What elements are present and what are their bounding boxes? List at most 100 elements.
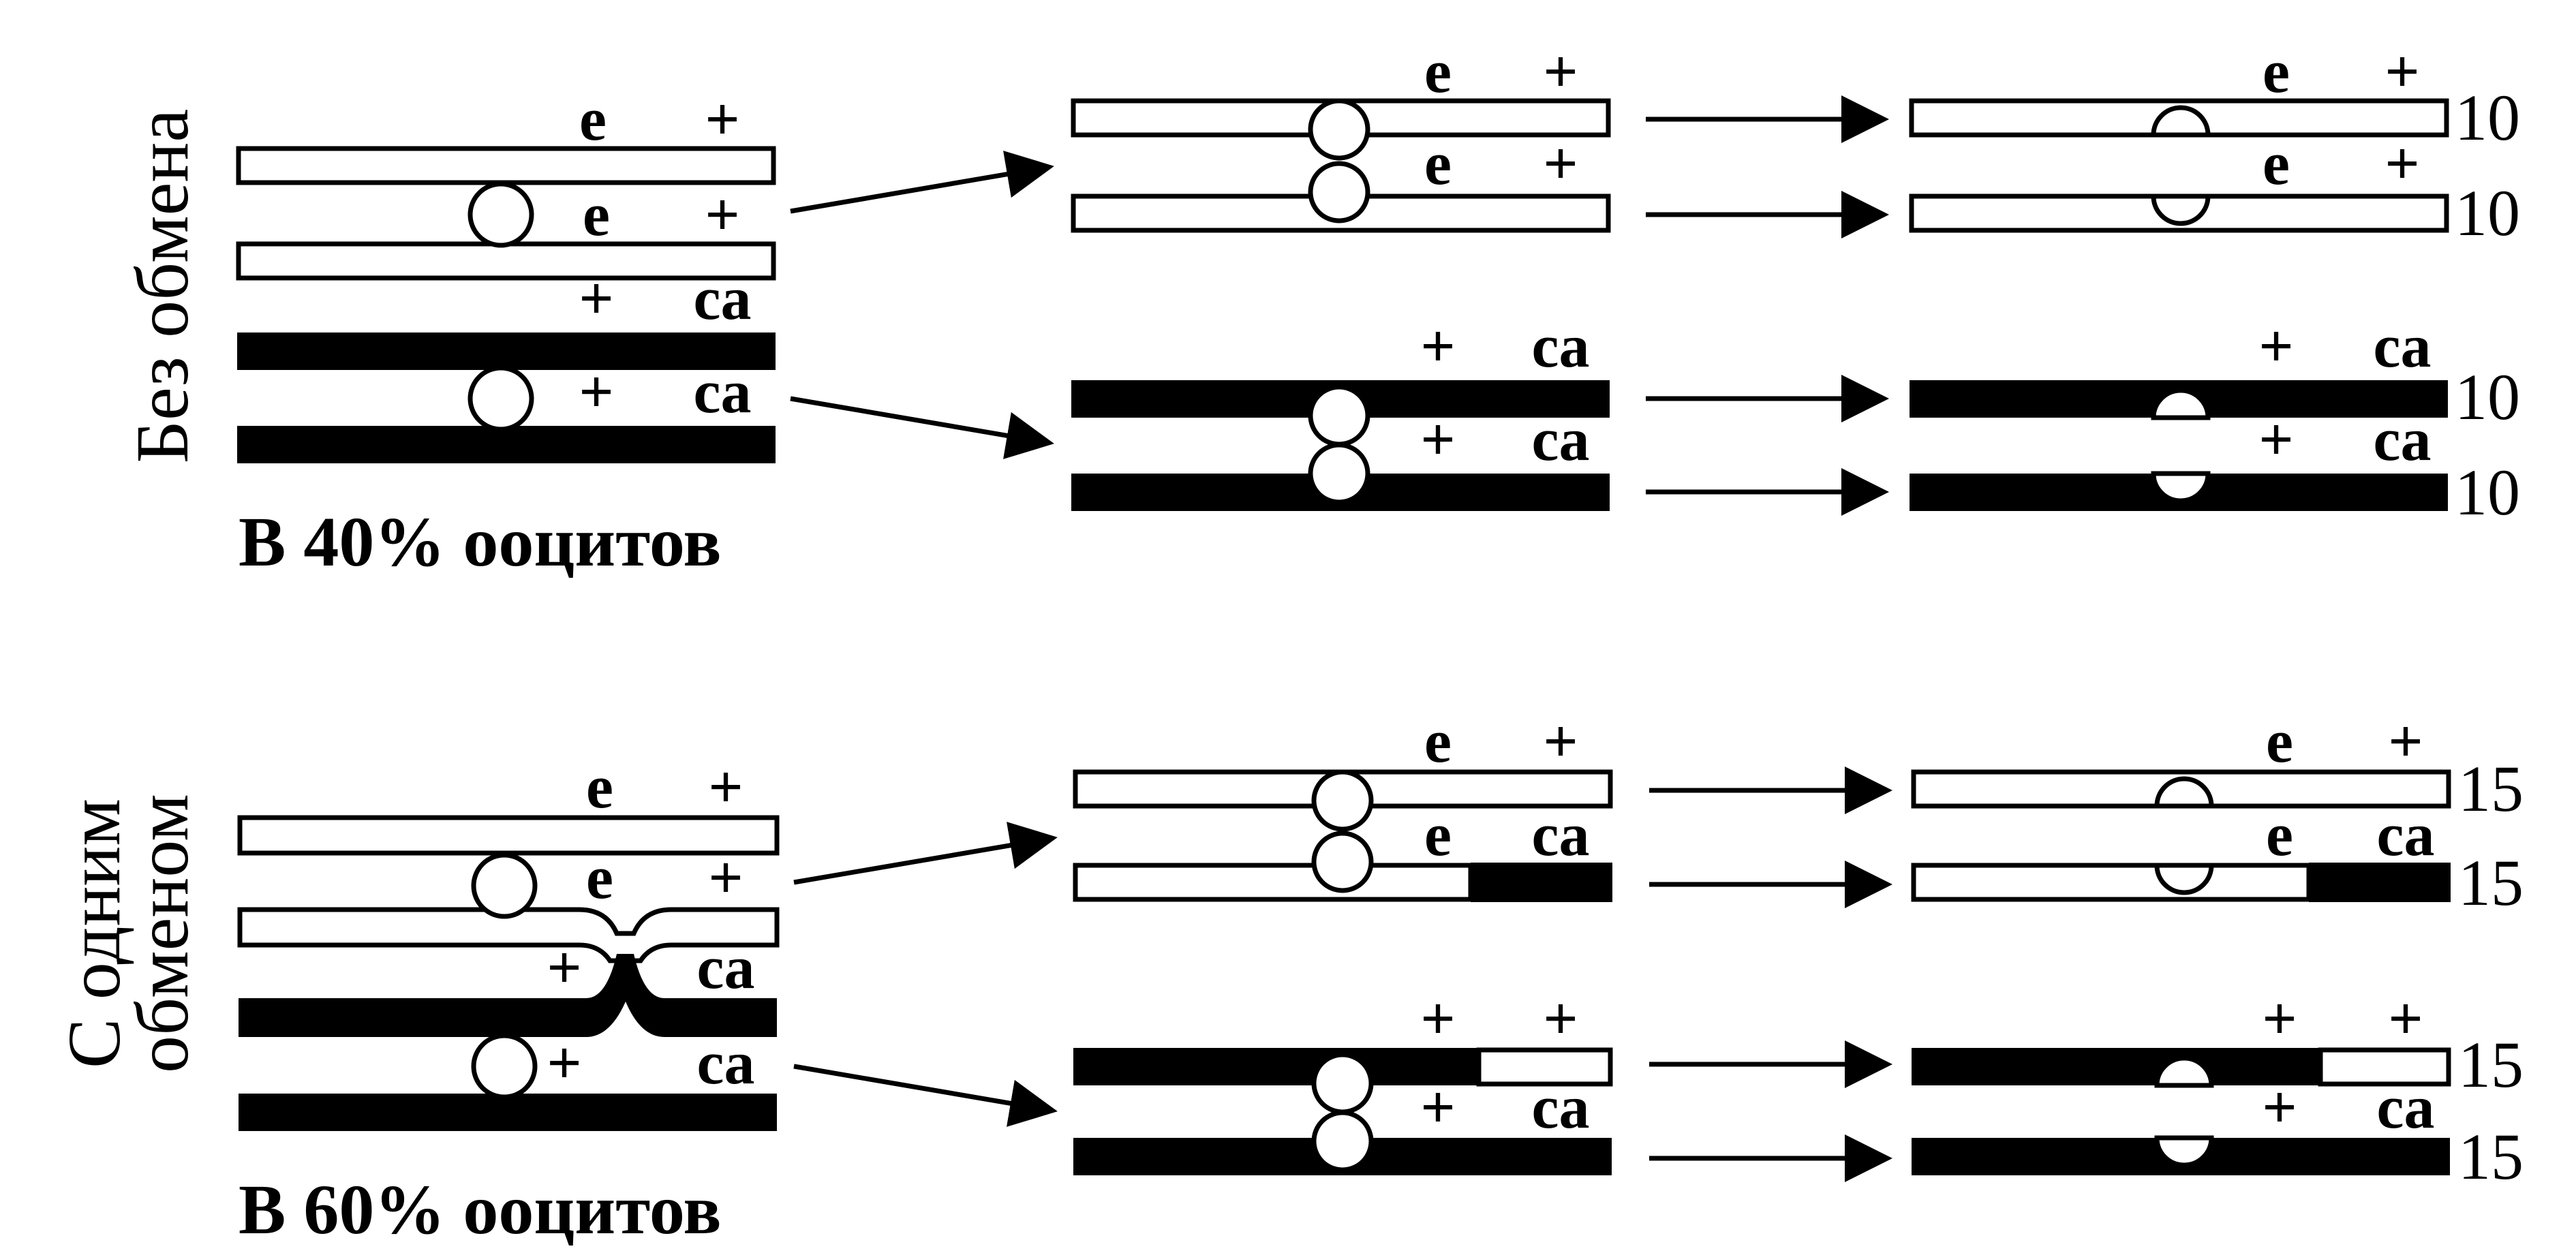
section-single-exchange: С одним обменом e + e + + ca + ca В 60% … — [52, 708, 2524, 1249]
gene-label: + — [2385, 130, 2419, 198]
gene-label: ca — [694, 265, 752, 332]
arrow — [790, 396, 1054, 459]
gene-label: + — [2262, 1074, 2297, 1141]
gene-label: e — [1424, 708, 1452, 775]
gene-label: e — [2263, 38, 2290, 106]
gene-label: + — [1420, 985, 1455, 1053]
gene-label: e — [1424, 38, 1452, 106]
chromatid-dark — [1912, 1048, 2320, 1085]
gene-label: e — [2266, 708, 2293, 775]
count: 10 — [2455, 360, 2520, 433]
gene-label: ca — [1532, 313, 1590, 380]
arrow — [793, 822, 1058, 885]
arrow — [793, 1064, 1058, 1127]
centromere-half — [2154, 776, 2214, 809]
centromere-half — [2151, 388, 2211, 420]
gene-label: + — [705, 86, 739, 153]
gene-label: + — [1420, 1074, 1455, 1141]
gene-label: + — [1543, 130, 1578, 198]
chromatid-dark — [1073, 1048, 1479, 1085]
gene-label: + — [705, 181, 739, 249]
count: 15 — [2458, 1120, 2524, 1193]
chromatid-light — [1476, 1047, 1613, 1087]
gene-label: + — [708, 844, 743, 912]
gene-label: e — [2266, 801, 2293, 869]
gene-label: + — [2262, 985, 2297, 1053]
centromere — [467, 181, 534, 248]
centromere — [1311, 769, 1374, 832]
chromatid-light — [236, 146, 776, 185]
gene-label: e — [2263, 130, 2290, 198]
products-single-exchange: e + 15 e ca 15 + + 15 + ca 15 — [1911, 708, 2524, 1193]
gene-label: e — [586, 754, 613, 821]
centromere — [471, 1033, 538, 1100]
side-label: Без обмена — [121, 109, 204, 463]
centromere-half — [2151, 471, 2211, 504]
centromere-half — [2151, 105, 2211, 138]
centromere — [1308, 384, 1370, 447]
caption: В 40% ооцитов — [239, 503, 722, 581]
gene-label: e — [1424, 130, 1452, 198]
gene-label: e — [1424, 801, 1452, 869]
section-no-exchange: Без обмена e + e + + ca + ca В 40% ооцит… — [121, 38, 2520, 581]
gene-label: + — [2258, 406, 2293, 474]
count: 10 — [2455, 176, 2520, 249]
tetrad-single-exchange: e + e + + ca + ca — [237, 754, 780, 1131]
centromere-half — [2154, 863, 2214, 895]
chromatid-light — [2318, 1047, 2451, 1087]
products-no-exchange: e + 10 e + 10 + ca 10 + ca 10 — [1909, 38, 2520, 529]
gene-label: + — [1543, 985, 1578, 1053]
gene-label: ca — [694, 358, 752, 426]
gene-label: ca — [2377, 1074, 2435, 1141]
centromere — [1308, 442, 1370, 505]
centromere — [1308, 98, 1370, 161]
chromatid-light — [1911, 863, 2312, 902]
chromatid-light — [236, 241, 776, 281]
gene-label: e — [586, 844, 613, 912]
gene-label: + — [2388, 985, 2423, 1053]
gene-label: ca — [1532, 406, 1590, 474]
gene-label: + — [1420, 313, 1455, 380]
tetrad-no-exchange: e + e + + ca + ca — [236, 86, 776, 463]
centromere — [1311, 831, 1374, 893]
count: 15 — [2458, 1028, 2524, 1101]
gene-label: + — [2385, 38, 2419, 106]
gene-label: + — [2388, 708, 2423, 775]
gene-label: ca — [697, 934, 755, 1002]
centromere — [467, 365, 534, 432]
gene-label: ca — [2374, 313, 2432, 380]
gene-label: ca — [697, 1030, 755, 1097]
dyad-recombinant-dark: + + + ca — [1073, 985, 1613, 1175]
arrow — [790, 151, 1054, 214]
chromatid-dark-crossover — [239, 954, 777, 1037]
dyad-dark: + ca + ca — [1071, 313, 1610, 511]
gene-label: + — [579, 358, 613, 426]
centromere — [1308, 161, 1370, 223]
centromere-half — [2154, 1135, 2214, 1168]
dyad-recombinant-light: e + e ca — [1073, 708, 1613, 902]
count: 10 — [2455, 81, 2520, 154]
centromere-half — [2154, 1055, 2214, 1088]
gene-label: + — [708, 754, 743, 821]
gene-label: + — [547, 1030, 581, 1097]
chromatid-light — [1073, 863, 1473, 902]
gene-label: + — [579, 265, 613, 332]
centromere-half — [2151, 194, 2211, 226]
side-label: обменом — [121, 794, 204, 1073]
gene-label: ca — [1532, 801, 1590, 869]
gene-label: + — [547, 934, 581, 1002]
chromatid-dark — [237, 426, 776, 463]
gene-label: e — [579, 86, 607, 153]
gene-label: + — [1420, 406, 1455, 474]
chromatid-dark — [239, 1094, 777, 1131]
gene-label: + — [2258, 313, 2293, 380]
dyad-light: e + e + — [1071, 38, 1611, 233]
count: 10 — [2455, 456, 2520, 529]
gene-label: ca — [1532, 1074, 1590, 1141]
gene-label: + — [1543, 38, 1578, 106]
chromatid-dark — [237, 332, 776, 370]
gene-label: e — [583, 181, 610, 249]
gene-label: ca — [2377, 801, 2435, 869]
centromere — [1311, 1052, 1374, 1115]
